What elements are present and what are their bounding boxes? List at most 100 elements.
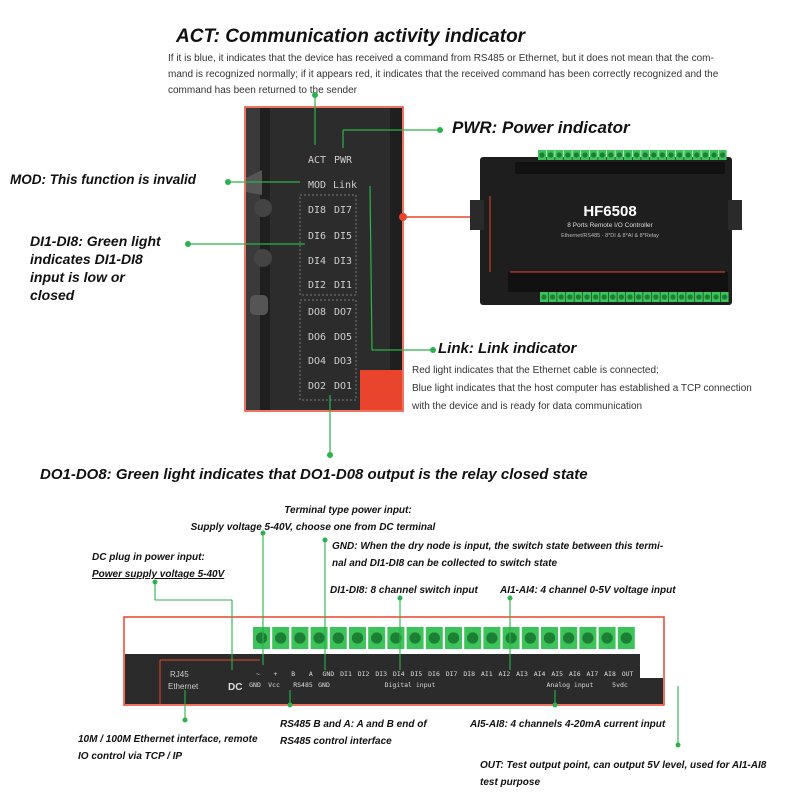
terminal-screw [721, 294, 728, 300]
terminal-screw [547, 152, 554, 158]
di-line: indicates DI1-DI8 [30, 251, 143, 267]
terminal-screw [584, 294, 590, 300]
mod-title: MOD: This function is invalid [10, 172, 197, 187]
terminal-label: AI5 [551, 670, 564, 678]
annotation-line: DC plug in power input: [92, 552, 205, 563]
annotation-line: nal and DI1-DI8 can be collected to swit… [332, 558, 558, 569]
terminal-screw [255, 632, 268, 644]
terminal-screw [467, 632, 479, 644]
terminal-screw [582, 632, 594, 644]
callout-lines [188, 95, 440, 455]
terminal-screw [653, 294, 659, 300]
act-title: ACT: Communication activity indicator [176, 26, 526, 47]
link-description: Red light indicates that the Ethernet ca… [412, 362, 797, 416]
terminal-screw [668, 152, 674, 158]
terminal-label: DI7 [445, 670, 458, 678]
sub-label-vcc: Vcc [268, 681, 280, 689]
terminal-screw [371, 632, 383, 644]
terminal-label: DI5 [410, 670, 423, 678]
terminal-screw [592, 294, 599, 300]
terminal-label: DI4 [392, 670, 405, 678]
act-desc-line: If it is blue, it indicates that the dev… [168, 53, 714, 64]
sub-label-digital-input: Digital input [384, 681, 436, 689]
zoom-connector-dot [399, 213, 407, 221]
terminal-label: B [291, 670, 296, 678]
gnd-annotation: GND: When the dry node is input, the swi… [332, 538, 692, 572]
led-label-do4: DO4 [307, 356, 327, 367]
rs485-annotation: RS485 B and A: A and B end of RS485 cont… [280, 716, 480, 750]
terminal-screw [651, 152, 657, 158]
out-annotation: OUT: Test output point, can output 5V le… [480, 757, 790, 791]
led-label-do8: DO8 [307, 307, 327, 318]
terminal-screw [556, 152, 562, 158]
terminal-screw [351, 632, 364, 644]
terminal-screw [313, 632, 325, 644]
terminal-label: AI4 [533, 670, 546, 678]
terminal-label: DI8 [463, 670, 476, 678]
terminal-screw [711, 152, 717, 158]
led-label-di5: DI5 [333, 231, 353, 242]
terminal-screw [696, 294, 702, 300]
sub-label-gnd: GND [249, 681, 261, 689]
di-line: DI1-DI8: Green light [30, 233, 161, 249]
terminal-screw [505, 632, 517, 644]
terminal-screw [428, 632, 440, 644]
di-annotation: DI1-DI8: Green light indicates DI1-DI8 i… [30, 232, 161, 304]
terminal-screw [713, 294, 719, 300]
led-label-di3: DI3 [333, 256, 353, 267]
sub-label-out: 5vdc [612, 681, 628, 689]
sub-label-analog-input: Analog input [546, 681, 594, 689]
led-label-mod: MOD [307, 180, 327, 191]
led-label-pwr: PWR [333, 155, 353, 166]
terminal-label: AI6 [568, 670, 581, 678]
link-desc-line: Blue light indicates that the host compu… [412, 383, 752, 394]
terminal-screw [627, 294, 633, 300]
led-label-do2: DO2 [307, 381, 327, 392]
terminal-label: DI1 [340, 670, 352, 678]
terminal-screw [543, 632, 556, 644]
terminal-screw [620, 632, 632, 644]
terminal-label: ~ [256, 670, 260, 678]
annotation-line: Supply voltage 5-40V, choose one from DC… [190, 522, 436, 533]
terminal-label: DI6 [428, 670, 440, 678]
annotation-line: GND: When the dry node is input, the swi… [332, 541, 664, 552]
terminal-screw [590, 152, 597, 158]
link-title: Link: Link indicator [438, 340, 577, 357]
terminal-screw [616, 152, 623, 158]
terminal-screw [635, 294, 642, 300]
terminal-screw [599, 152, 605, 158]
terminal-screw [447, 632, 460, 644]
annotation-line: RS485 control interface [280, 736, 392, 747]
device-model: HF6508 [583, 203, 637, 220]
led-label-do3: DO3 [333, 356, 353, 367]
act-desc-line: command has been returned to the sender [168, 85, 358, 96]
led-label-do1: DO1 [333, 381, 353, 392]
annotation-line: RS485 B and A: A and B end of [280, 719, 427, 730]
terminal-screw [390, 632, 402, 644]
led-label-do7: DO7 [333, 307, 353, 318]
terminal-screw [702, 152, 709, 158]
terminal-screw [549, 294, 556, 300]
di-line: input is low or [30, 269, 125, 285]
terminal-label: A [308, 670, 313, 678]
terminal-screw [670, 294, 676, 300]
terminal-panel [123, 616, 665, 706]
do-title: DO1-DO8: Green light indicates that DO1-… [40, 466, 588, 483]
terminal-screw [294, 632, 306, 644]
act-description: If it is blue, it indicates that the dev… [168, 51, 778, 99]
device-spec: Ethernet/RS485 · 8*DI & 8*AI & 8*Relay [561, 233, 659, 239]
terminal-screw [625, 152, 631, 158]
terminal-screw [601, 294, 607, 300]
terminal-label: AI7 [586, 670, 599, 678]
led-label-di1: DI1 [333, 280, 353, 291]
terminal-label: AI3 [516, 670, 528, 678]
led-label-di6: DI6 [307, 231, 327, 242]
led-label-act: ACT [307, 155, 327, 166]
terminal-power-annotation: Terminal type power input: Supply voltag… [191, 502, 478, 536]
terminal-screw [644, 294, 650, 300]
terminal-screw [575, 294, 582, 300]
device-bottom-terminals [540, 292, 729, 302]
device-top-terminals [538, 150, 727, 160]
device-subtitle: 8 Ports Remote I/O Controller [567, 222, 653, 229]
